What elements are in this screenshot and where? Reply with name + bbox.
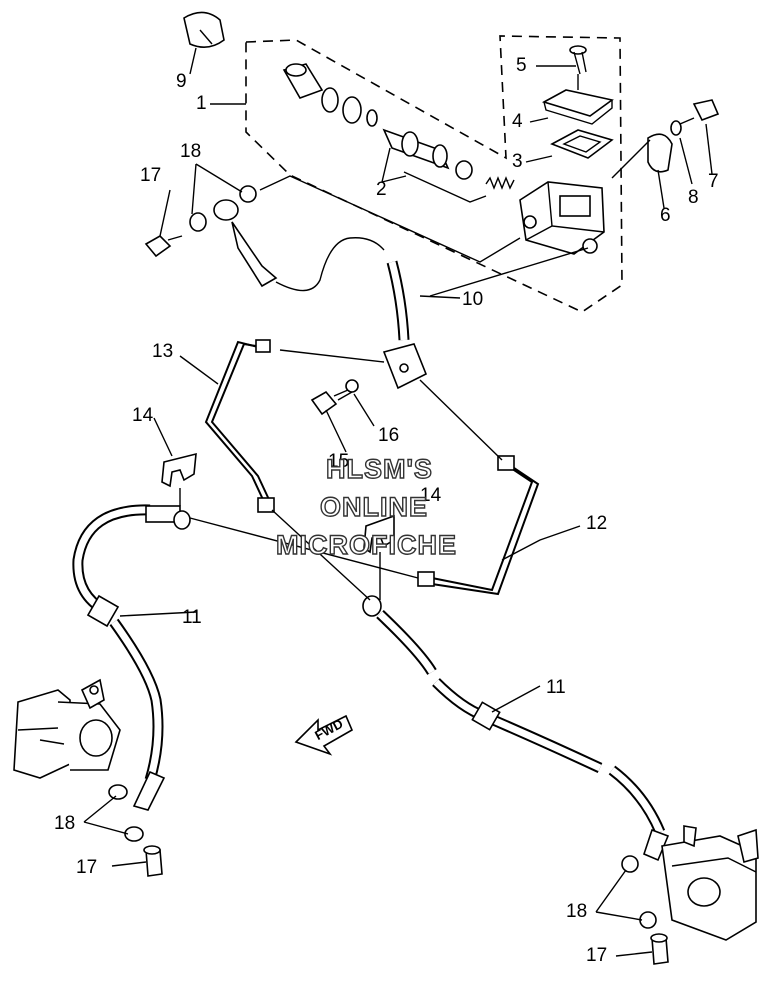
part-14-clip-right: [363, 514, 395, 554]
callout-10: 10: [462, 289, 484, 310]
callout-17-left: 17: [76, 857, 98, 878]
callout-8: 8: [688, 187, 699, 208]
part-6-holder: [647, 133, 673, 173]
callout-2: 2: [376, 179, 387, 200]
callout-leaders: [83, 47, 713, 957]
callout-17-upper: 17: [140, 165, 162, 186]
part-17-bolt-upper: [144, 235, 183, 258]
three-way-joint: [382, 343, 428, 390]
callout-18-left: 18: [54, 813, 76, 834]
part-18-washers-left: [108, 784, 144, 842]
callout-4: 4: [512, 111, 523, 132]
part-4-cap: [541, 89, 614, 125]
part-2-spring: [485, 176, 515, 190]
watermark-line-3: MICROFICHE: [275, 530, 457, 560]
leader-lines: [179, 74, 651, 601]
fwd-arrow: [294, 714, 354, 756]
part-3-diaphragm: [550, 129, 614, 159]
callout-14-left: 14: [132, 405, 154, 426]
part-17-bolt-left: [143, 845, 163, 877]
part-11-brake-hose-right: [362, 595, 670, 862]
part-1-piston-kit: [282, 63, 473, 180]
part-17-bolt-right: [650, 933, 669, 965]
part-13-brake-pipe: [204, 339, 275, 513]
callout-18-right: 18: [566, 901, 588, 922]
callout-3: 3: [512, 151, 523, 172]
callout-12: 12: [586, 513, 608, 534]
watermark-line-2: ONLINE: [319, 492, 429, 522]
callout-5: 5: [516, 55, 527, 76]
part-14-clip-left: [161, 452, 197, 488]
right-brake-caliper: [661, 825, 759, 941]
part-11-brake-hose-left: [72, 504, 191, 811]
part-7-bolt: [679, 99, 720, 125]
part-5-screw: [569, 45, 587, 75]
callout-6: 6: [660, 205, 671, 226]
part-9-boot: [183, 11, 225, 48]
callout-14-right: 14: [420, 485, 442, 506]
watermark-line-1: HLSM'S: [325, 454, 433, 484]
part-18-washers-right: [621, 855, 657, 929]
callout-15: 15: [328, 451, 350, 472]
part-12-brake-pipe: [417, 455, 540, 596]
callout-7: 7: [708, 171, 719, 192]
callout-11-right: 11: [546, 677, 566, 698]
hose-10-banjo: [213, 199, 278, 288]
left-brake-caliper: [13, 678, 121, 779]
assembly-outline: [245, 35, 623, 313]
part-18-washers-upper: [189, 185, 257, 232]
callout-11-left: 11: [182, 607, 202, 628]
part-10-brake-hose: [275, 237, 410, 341]
master-cylinder-body: [519, 181, 605, 255]
callout-13: 13: [152, 341, 174, 362]
callout-9: 9: [176, 71, 187, 92]
callout-17-right: 17: [586, 945, 608, 966]
part-8-washer: [670, 120, 682, 136]
part-15-bolt: [310, 389, 349, 416]
callout-16: 16: [378, 425, 400, 446]
callout-18-upper: 18: [180, 141, 202, 162]
part-16-washer: [345, 379, 359, 393]
callout-1: 1: [196, 93, 207, 114]
